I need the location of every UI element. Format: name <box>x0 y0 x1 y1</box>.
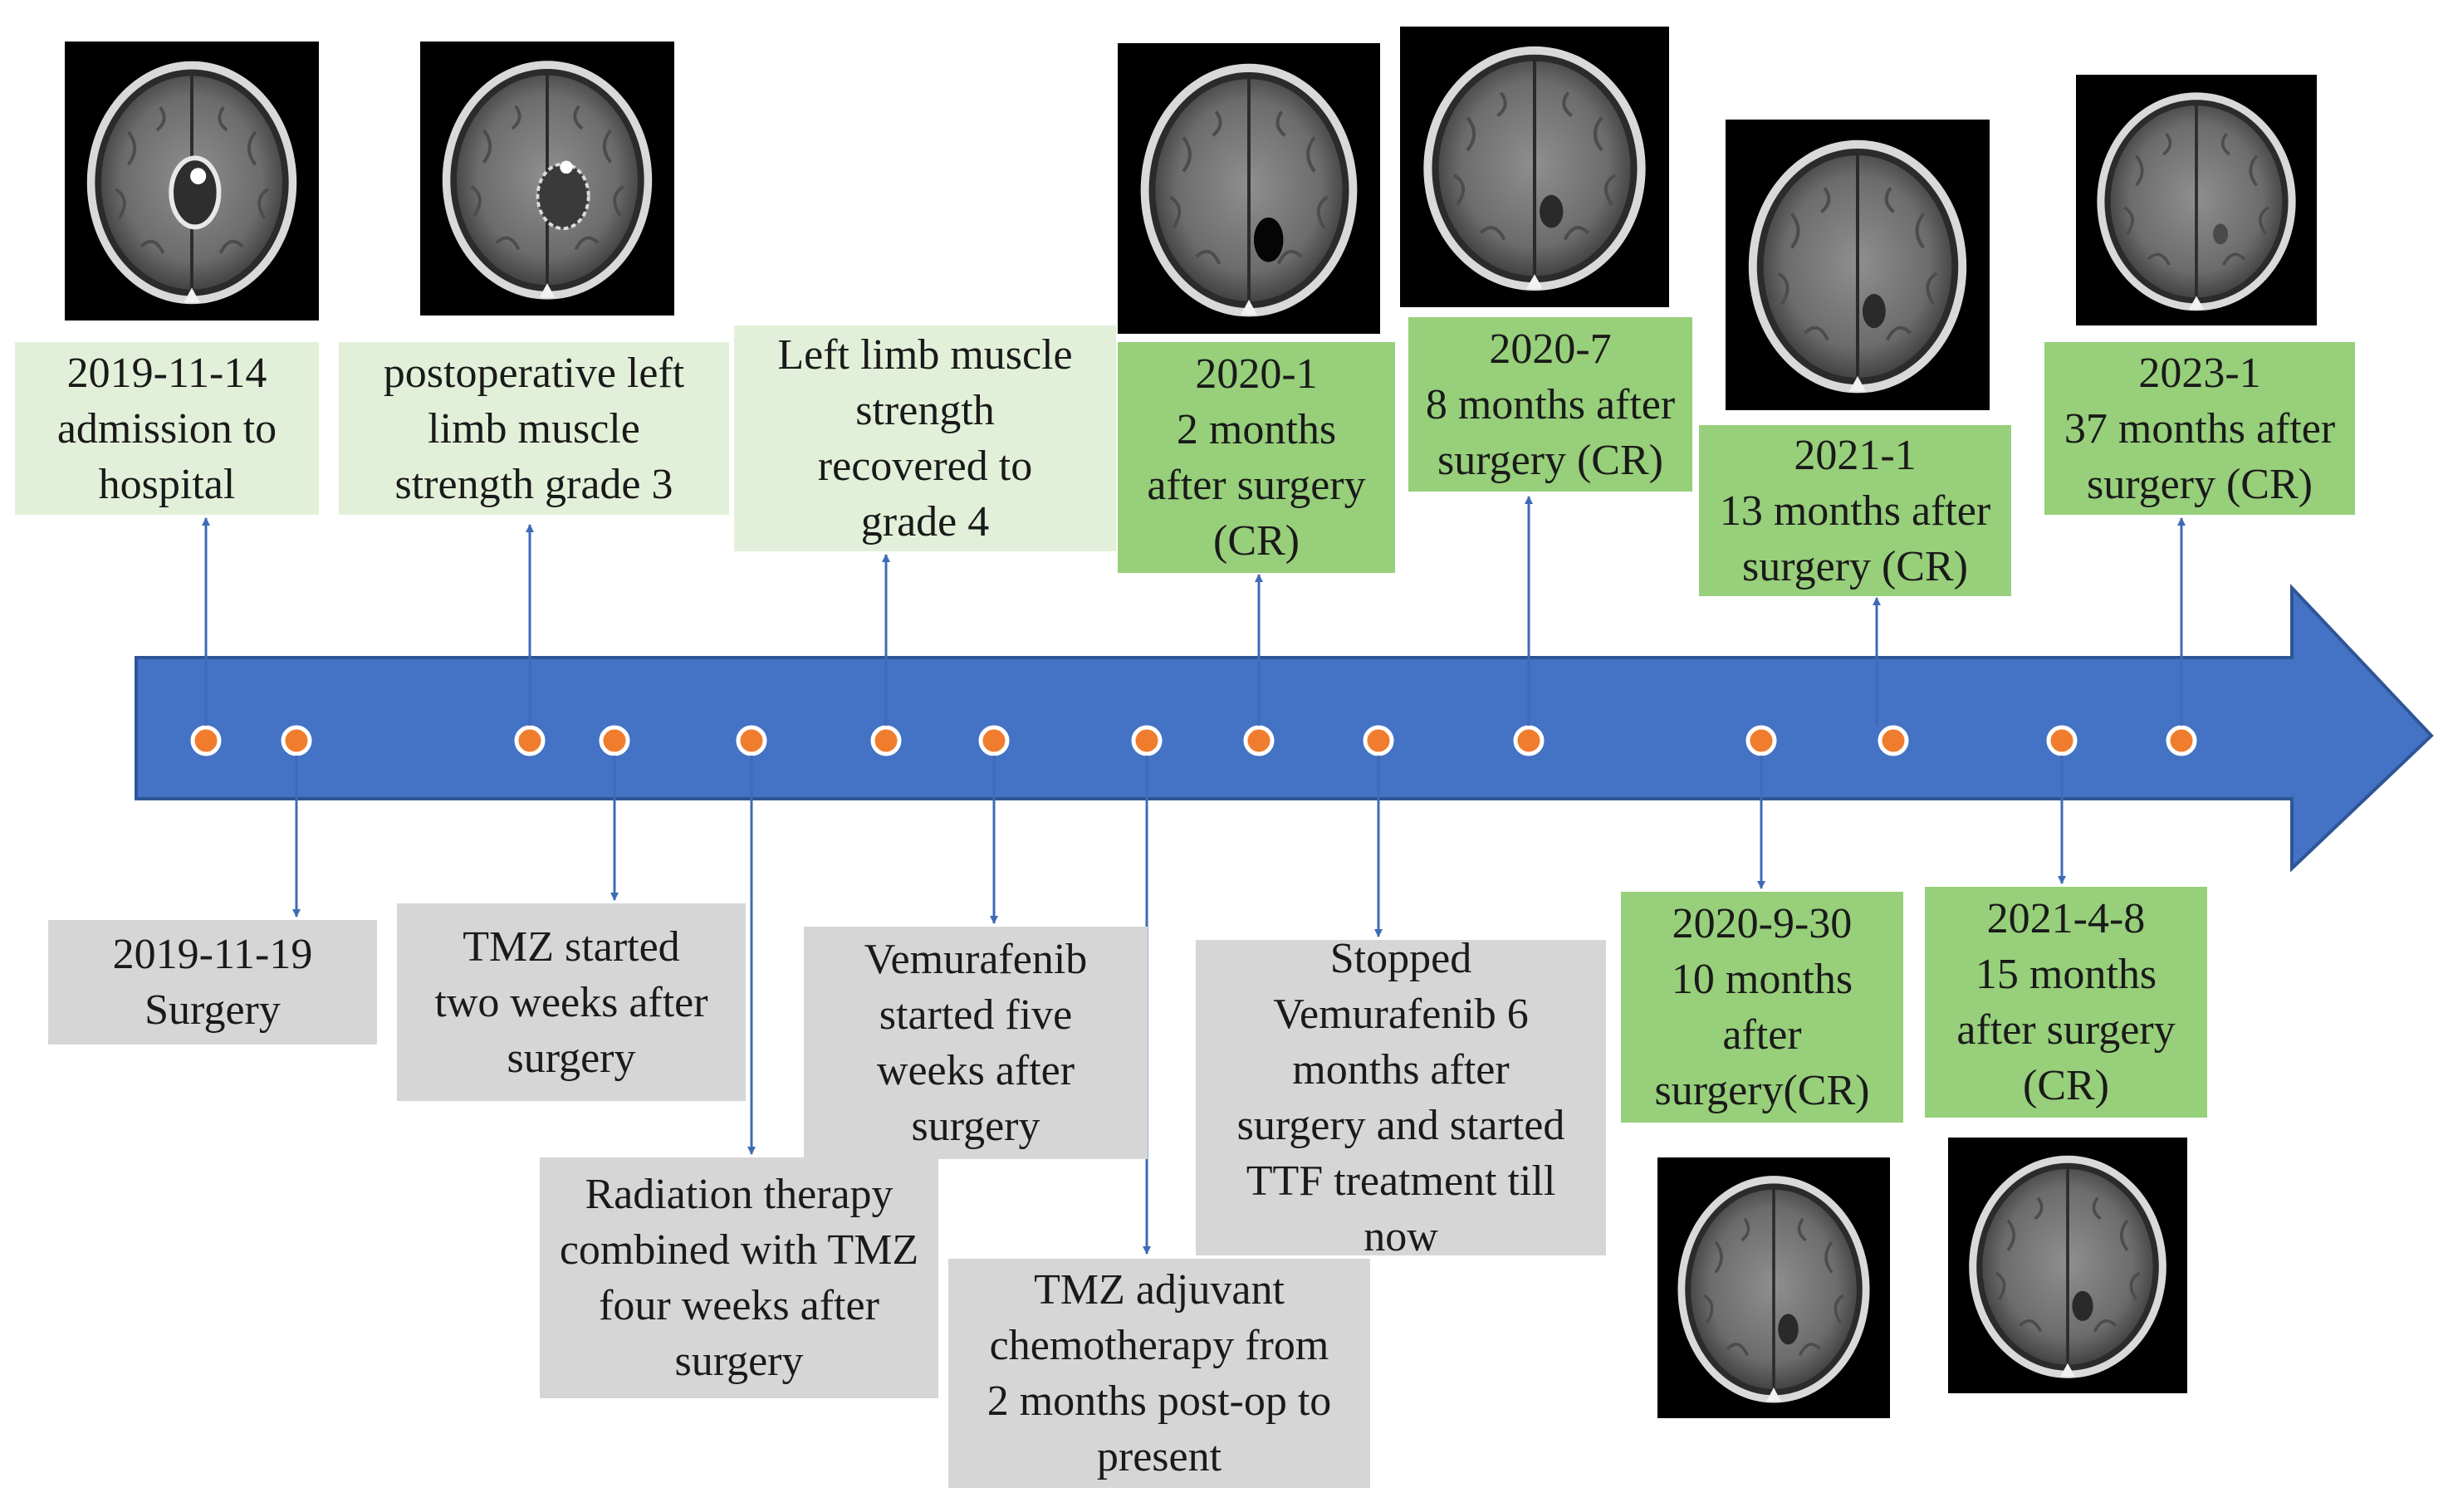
mri-scan-2023-1 <box>2076 75 2317 325</box>
timeline-dot-8 <box>1131 725 1163 756</box>
timeline-dot-9 <box>1243 725 1275 756</box>
timeline-dot-4 <box>599 725 630 756</box>
event-text-ttf: Stopped Vemurafenib 6 months after surge… <box>1236 935 1565 1260</box>
mri-scan-2020-7 <box>1400 27 1669 307</box>
event-box-radiation: Radiation therapy combined with TMZ four… <box>540 1157 938 1398</box>
event-box-2021-1: 2021-1 13 months after surgery (CR) <box>1699 425 2011 596</box>
event-box-vemurafenib: Vemurafenib started five weeks after sur… <box>804 927 1148 1159</box>
event-text-2020-9-30: 2020-9-30 10 months after surgery(CR) <box>1654 900 1870 1114</box>
timeline-dot-3 <box>514 725 546 756</box>
event-text-2023-1: 2023-1 37 months after surgery (CR) <box>2064 349 2336 508</box>
event-text-2021-4-8: 2021-4-8 15 months after surgery (CR) <box>1956 895 2176 1109</box>
mri-scan-postop <box>420 42 674 316</box>
timeline-arrow <box>135 583 2434 873</box>
brain-slice-graphic <box>65 42 319 321</box>
brain-slice-graphic <box>2076 75 2317 325</box>
timeline-dot-12 <box>1745 725 1777 756</box>
timeline-dot-5 <box>736 725 767 756</box>
event-box-tmz-adjuvant: TMZ adjuvant chemotherapy from 2 months … <box>948 1259 1370 1488</box>
brain-slice-graphic <box>1118 43 1380 334</box>
event-text-vemurafenib: Vemurafenib started five weeks after sur… <box>864 936 1088 1150</box>
timeline-dot-6 <box>870 725 902 756</box>
event-box-admission: 2019-11-14 admission to hospital <box>15 342 319 515</box>
event-text-2020-1: 2020-1 2 months after surgery (CR) <box>1147 350 1366 565</box>
event-box-2020-1: 2020-1 2 months after surgery (CR) <box>1118 342 1395 573</box>
brain-slice-graphic <box>1657 1157 1890 1418</box>
event-text-admission: 2019-11-14 admission to hospital <box>56 349 277 508</box>
event-box-grade4: Left limb muscle strength recovered to g… <box>734 325 1116 551</box>
event-text-postop-grade3: postoperative left limb muscle strength … <box>383 349 685 508</box>
event-text-surgery: 2019-11-19 Surgery <box>112 931 313 1034</box>
brain-slice-graphic <box>420 42 674 316</box>
timeline-dot-1 <box>190 725 222 756</box>
mri-scan-2021-1 <box>1726 120 1990 410</box>
event-box-surgery: 2019-11-19 Surgery <box>48 920 377 1045</box>
timeline-dot-14 <box>2046 725 2078 756</box>
event-box-ttf: Stopped Vemurafenib 6 months after surge… <box>1196 935 1606 1260</box>
event-text-tmz-start: TMZ started two weeks after surgery <box>434 922 708 1082</box>
event-box-2020-7: 2020-7 8 months after surgery (CR) <box>1408 317 1692 492</box>
brain-slice-graphic <box>1948 1138 2187 1393</box>
timeline-dot-13 <box>1878 725 1909 756</box>
event-box-postop-grade3: postoperative left limb muscle strength … <box>339 342 729 515</box>
event-text-tmz-adjuvant: TMZ adjuvant chemotherapy from 2 months … <box>987 1266 1332 1480</box>
event-text-radiation: Radiation therapy combined with TMZ four… <box>559 1171 919 1385</box>
event-box-2023-1: 2023-1 37 months after surgery (CR) <box>2044 342 2355 515</box>
mri-scan-2020-9-30 <box>1657 1157 1890 1418</box>
brain-slice-graphic <box>1726 120 1990 410</box>
event-text-2020-7: 2020-7 8 months after surgery (CR) <box>1425 325 1676 484</box>
timeline-dot-2 <box>281 725 312 756</box>
timeline-dot-7 <box>978 725 1010 756</box>
event-text-grade4: Left limb muscle strength recovered to g… <box>777 331 1073 546</box>
mri-scan-2021-4-8 <box>1948 1138 2187 1393</box>
mri-scan-2019-11-14 <box>65 42 319 321</box>
timeline-dot-11 <box>1513 725 1545 756</box>
event-box-2020-9-30: 2020-9-30 10 months after surgery(CR) <box>1621 892 1903 1123</box>
timeline-dot-10 <box>1363 725 1394 756</box>
mri-scan-2020-1 <box>1118 43 1380 334</box>
timeline-dot-15 <box>2166 725 2197 756</box>
event-box-tmz-start: TMZ started two weeks after surgery <box>397 903 746 1101</box>
event-box-2021-4-8: 2021-4-8 15 months after surgery (CR) <box>1925 887 2207 1118</box>
event-text-2021-1: 2021-1 13 months after surgery (CR) <box>1719 431 1991 590</box>
brain-slice-graphic <box>1400 27 1669 307</box>
